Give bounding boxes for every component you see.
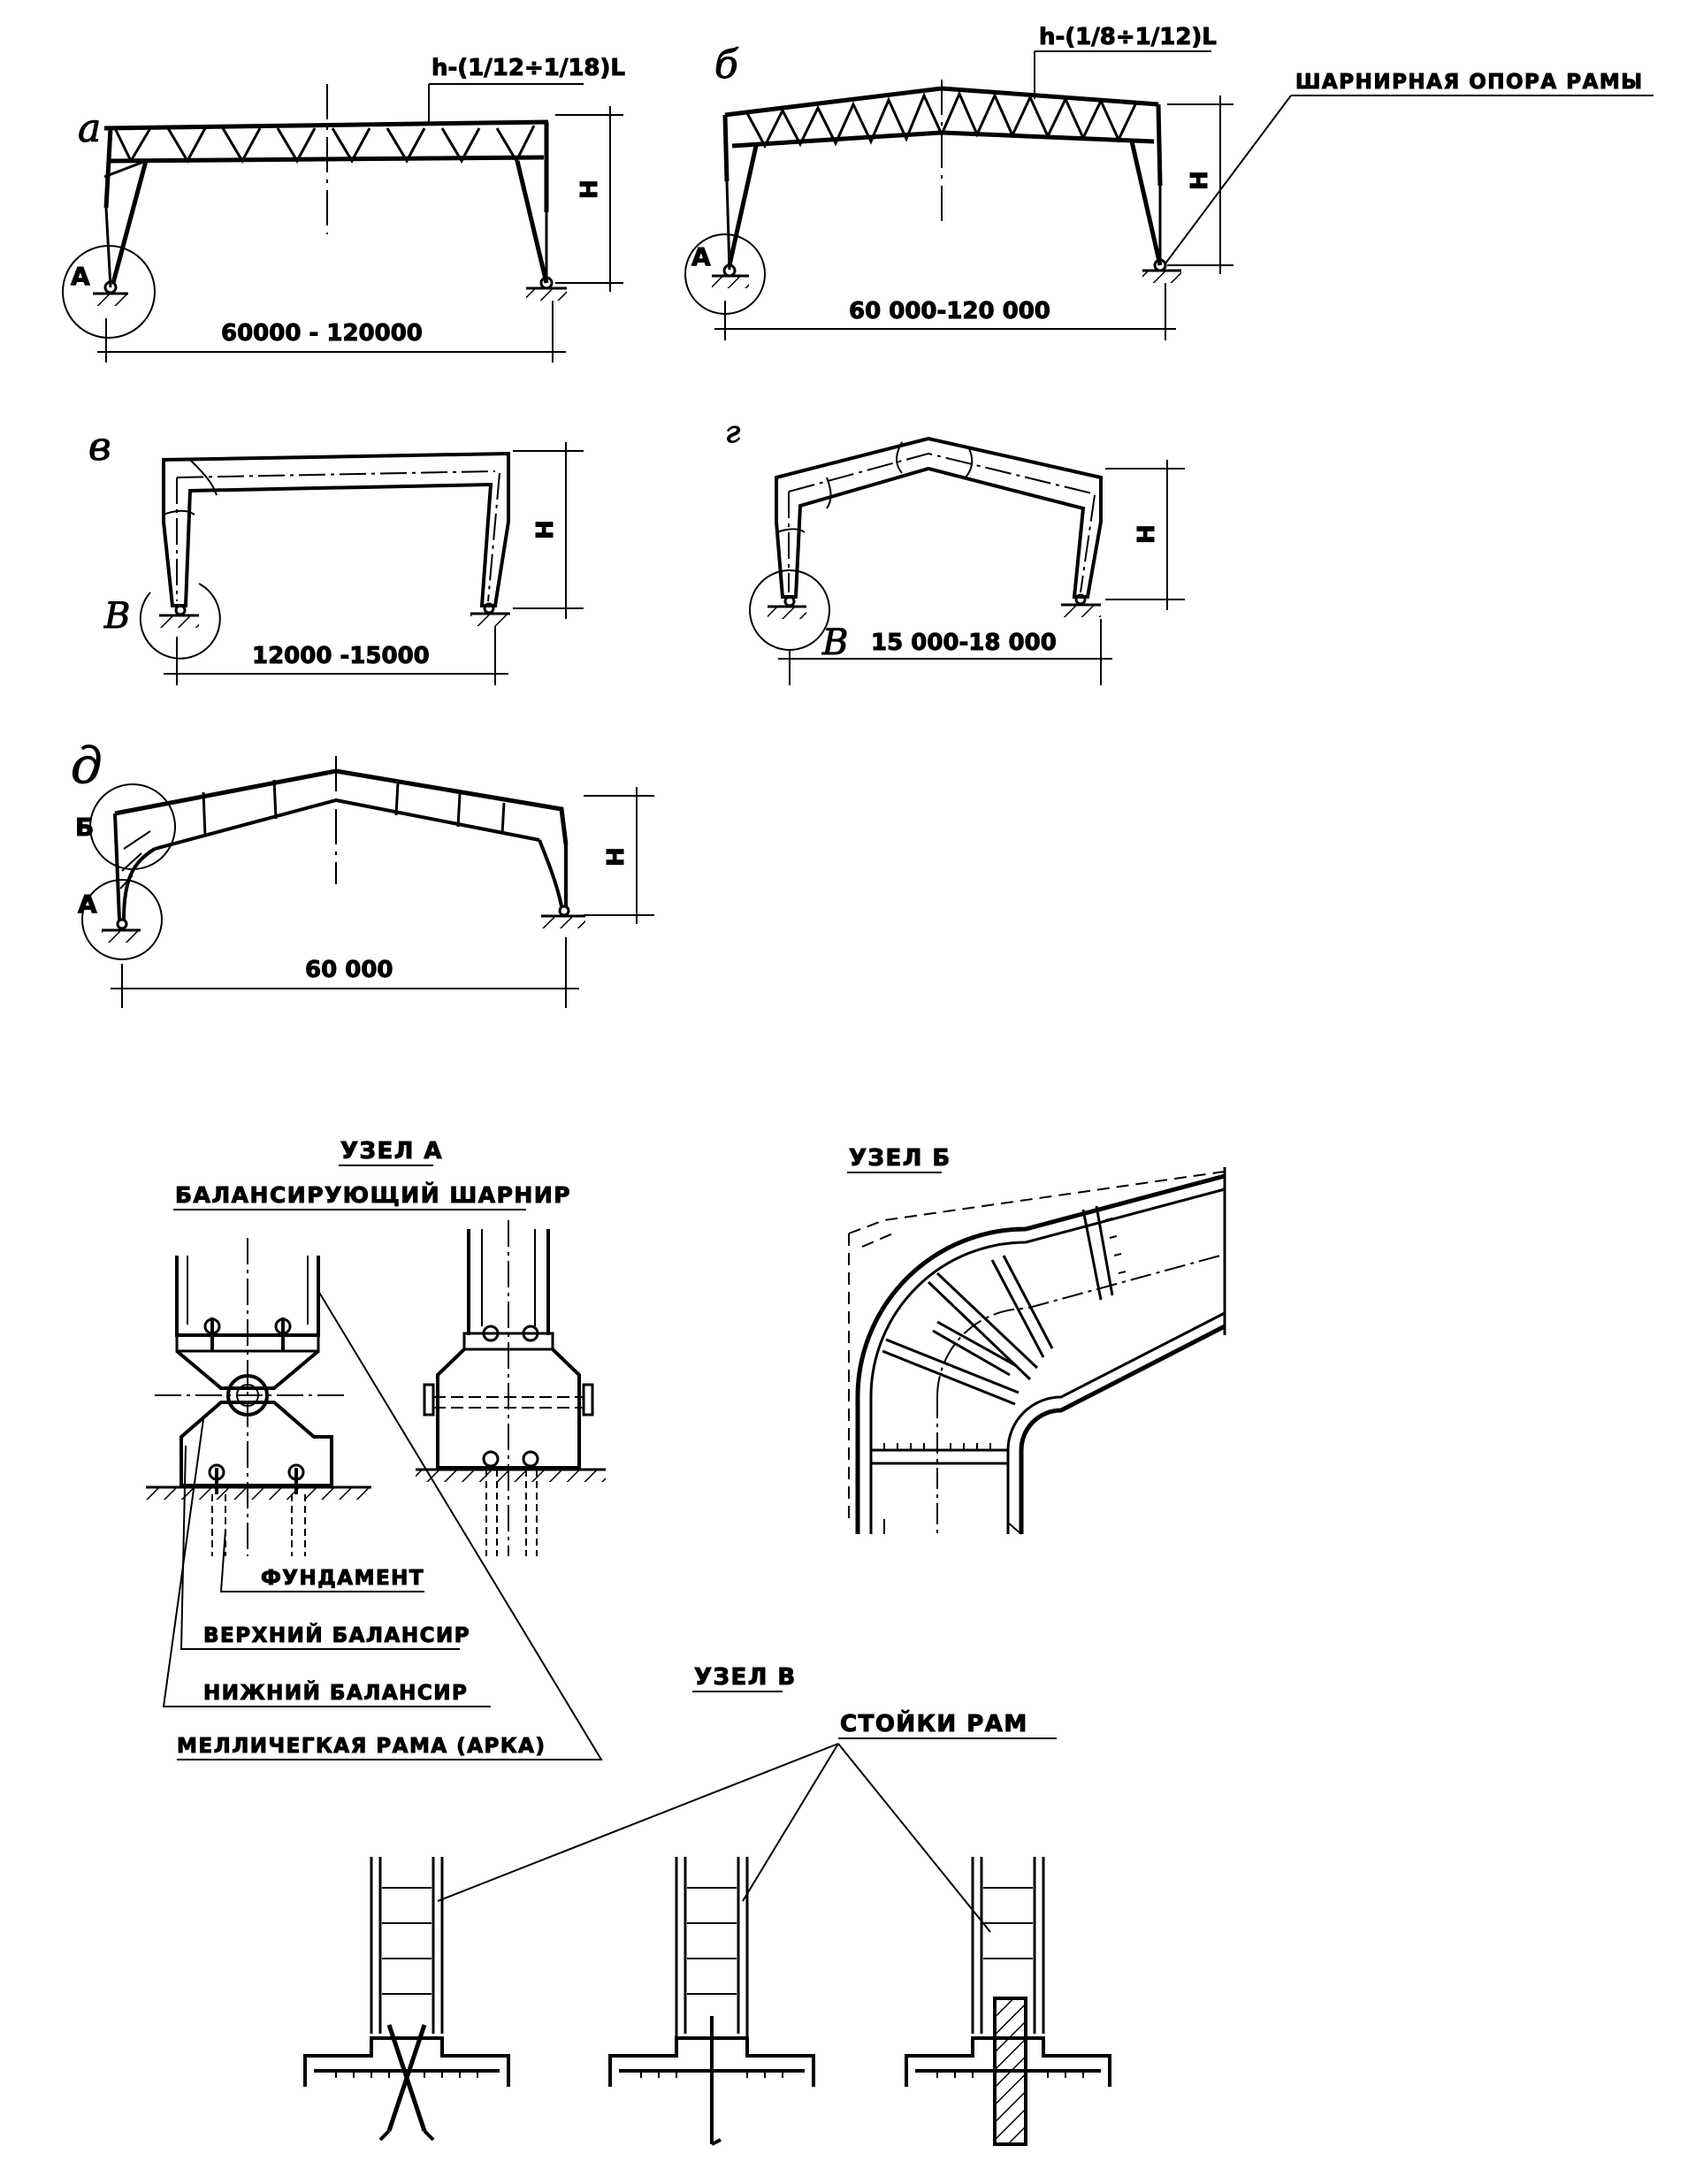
- diagram-b-span: 60 000-120 000: [849, 298, 1050, 325]
- diagram-b-truss-frame: б А H h-(1/8÷1/12)L ШАРНИРНАЯ ОПОРА РАМЫ: [684, 24, 1654, 340]
- diagram-v-node-mark: В: [103, 596, 130, 637]
- diagram-a-node-mark: А: [71, 262, 90, 291]
- diagram-d-node-top-mark: Б: [75, 813, 94, 842]
- diagram-d-lattice-arch-frame: д Б А H 60 000: [71, 737, 654, 1008]
- node-b-title: УЗЕЛ Б: [849, 1145, 951, 1172]
- node-v-label: СТОЙКИ РАМ: [840, 1709, 1028, 1737]
- node-v-detail: УЗЕЛ В СТОЙКИ РАМ: [303, 1664, 1111, 2146]
- diagram-d-letter: д: [71, 737, 103, 795]
- diagram-g-span: 15 000-18 000: [871, 630, 1057, 656]
- node-a-label-lower-balancer: НИЖНИЙ БАЛАНСИР: [203, 1680, 468, 1705]
- diagram-d-height-label: H: [603, 847, 630, 867]
- diagram-d-node-bottom-mark: А: [78, 890, 97, 919]
- node-a-title: УЗЕЛ А: [340, 1138, 443, 1165]
- diagram-v-height-label: H: [532, 520, 559, 539]
- diagram-g-letter: г: [725, 415, 740, 450]
- diagram-a-truss-frame: а А H h-(1/12÷1/18)L: [62, 55, 625, 363]
- diagram-a-span: 60000 - 120000: [221, 320, 423, 347]
- diagram-v-letter: в: [88, 424, 111, 470]
- diagram-g-height-label: H: [1134, 524, 1160, 544]
- diagram-b-callout: ШАРНИРНАЯ ОПОРА РАМЫ: [1295, 71, 1644, 94]
- diagram-g-node-mark: В: [821, 622, 848, 663]
- diagram-b-formula: h-(1/8÷1/12)L: [1039, 24, 1217, 50]
- diagram-g-gabled-frame: г В H 15 000-18 000: [725, 415, 1185, 685]
- diagram-v-span: 12000 -15000: [252, 643, 430, 669]
- node-a-label-foundation: ФУНДАМЕНТ: [261, 1567, 424, 1590]
- diagram-a-height-label: H: [577, 179, 603, 199]
- diagram-a-formula: h-(1/12÷1/18)L: [432, 55, 625, 81]
- diagram-d-span: 60 000: [305, 957, 393, 983]
- node-a-label-frame: МЕЛЛИЧЕГКАЯ РАМА (АРКА): [177, 1735, 546, 1758]
- node-a-subtitle: БАЛАНСИРУЮЩИЙ ШАРНИР: [175, 1182, 571, 1208]
- node-a-label-upper-balancer: ВЕРХНИЙ БАЛАНСИР: [203, 1623, 470, 1647]
- diagram-b-node-mark: А: [691, 242, 711, 271]
- diagram-v-portal-frame: в В H 12000 -15000: [88, 424, 584, 685]
- diagram-a-letter: а: [78, 106, 101, 151]
- diagram-b-letter: б: [714, 42, 738, 88]
- node-a-detail: УЗЕЛ А БАЛАНСИРУЮЩИЙ ШАРНИР: [146, 1138, 606, 1760]
- node-v-title: УЗЕЛ В: [694, 1664, 797, 1691]
- node-b-detail: УЗЕЛ Б: [847, 1145, 1226, 1535]
- diagram-b-height-label: H: [1187, 171, 1213, 190]
